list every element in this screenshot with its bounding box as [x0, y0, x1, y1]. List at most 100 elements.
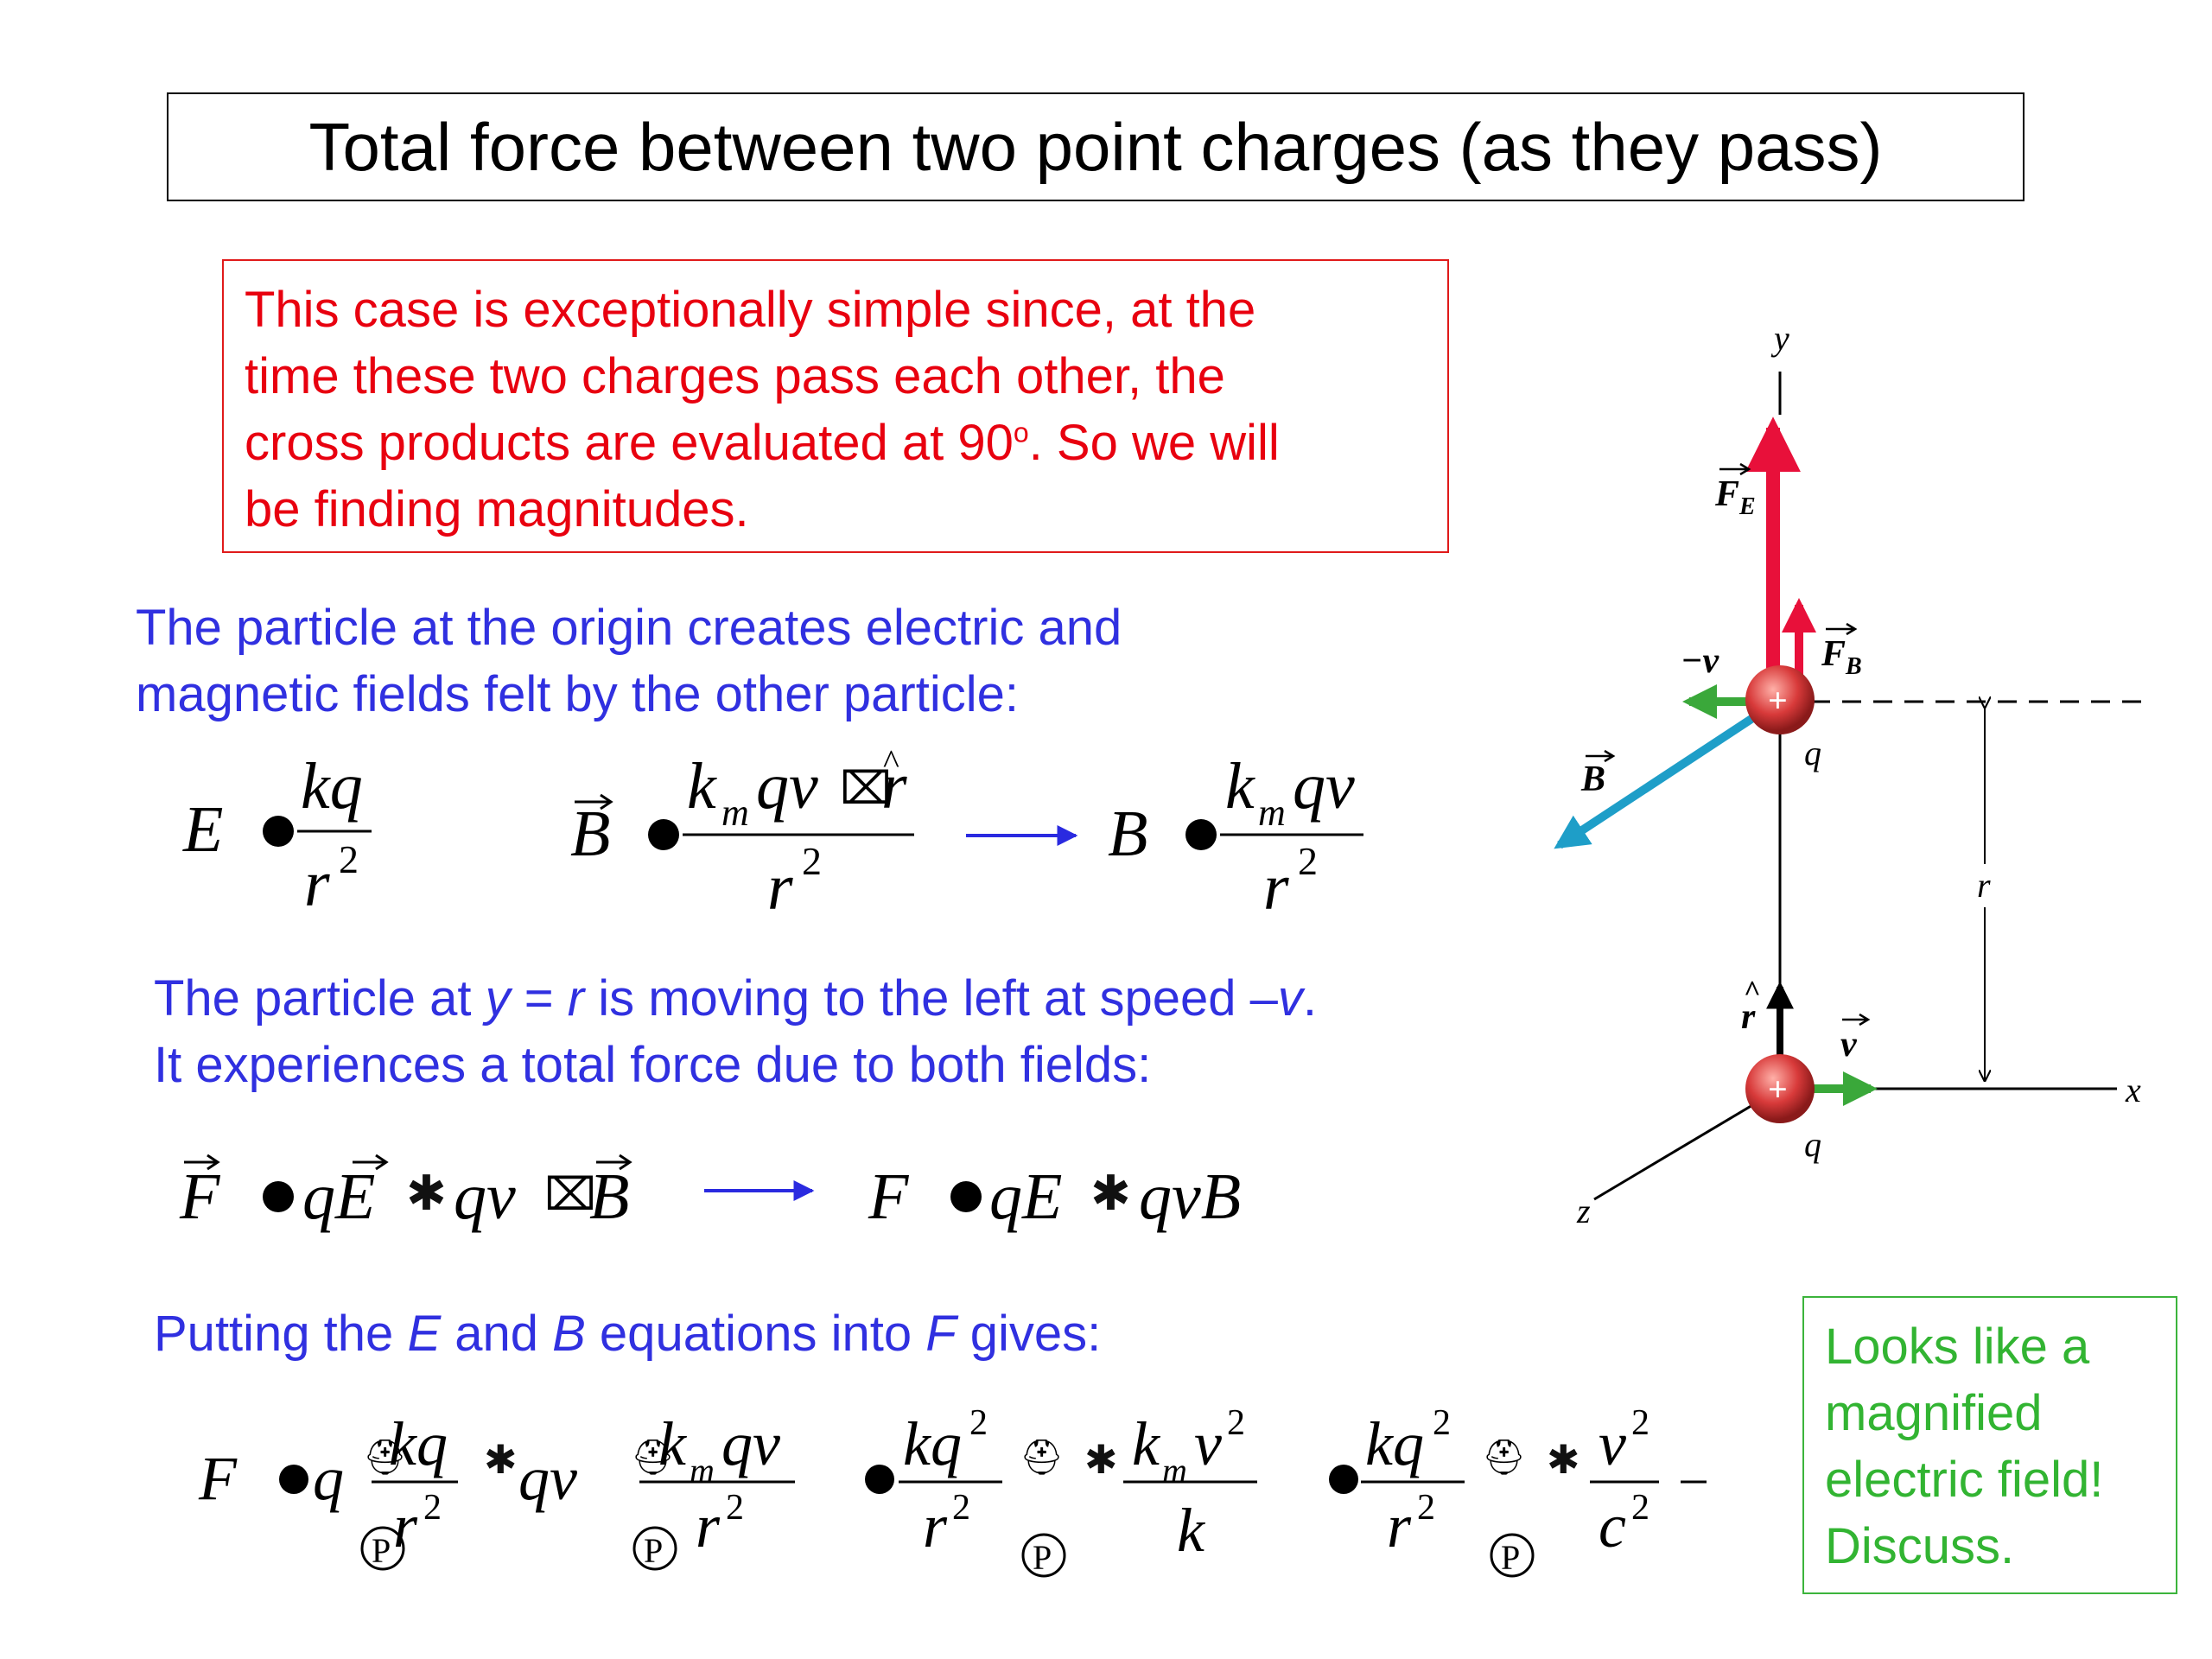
svg-text:k: k — [1177, 1496, 1206, 1565]
svg-text:2: 2 — [339, 837, 359, 881]
svg-text:k: k — [658, 1409, 688, 1478]
r-label: r — [1977, 866, 1991, 905]
svg-text:r: r — [923, 1491, 948, 1560]
svg-text:qv: qv — [756, 750, 818, 823]
svg-text:F: F — [198, 1444, 238, 1513]
svg-text:F: F — [868, 1160, 910, 1233]
top-charge — [1745, 665, 1815, 734]
b-label: B — [1580, 760, 1605, 799]
svg-text:⛑: ⛑ — [363, 1438, 407, 1477]
svg-text:kq: kq — [1365, 1409, 1424, 1478]
note-line-2: time these two charges pass each other, … — [245, 348, 1225, 404]
svg-text:F: F — [179, 1160, 221, 1233]
svg-text:kq: kq — [389, 1409, 448, 1478]
svg-text:2: 2 — [1433, 1403, 1451, 1443]
svg-text:m: m — [721, 791, 749, 834]
svg-text:✱: ✱ — [484, 1438, 518, 1482]
equation-F-vector: F qE ✱ qv ⌧ B — [179, 1154, 632, 1233]
svg-text:qv: qv — [1293, 750, 1355, 823]
svg-text:2: 2 — [1298, 839, 1318, 883]
neg-v-label: −v — [1681, 641, 1719, 681]
note-box: This case is exceptionally simple since,… — [222, 259, 1449, 553]
svg-text:k: k — [687, 750, 717, 823]
svg-text:r: r — [696, 1491, 721, 1560]
svg-text:r: r — [1263, 851, 1289, 924]
svg-text:+: + — [1768, 681, 1788, 720]
rhat-label: r — [1741, 997, 1756, 1037]
svg-text:⌧: ⌧ — [544, 1171, 596, 1220]
svg-text:B: B — [589, 1160, 629, 1233]
motion-line-1: The particle at y = r is moving to the l… — [154, 970, 1317, 1027]
v-label: v — [1840, 1025, 1858, 1065]
svg-text:r: r — [767, 851, 793, 924]
svg-text:⛑: ⛑ — [1020, 1438, 1064, 1477]
svg-text:kq: kq — [301, 750, 363, 823]
svg-text:r: r — [304, 848, 330, 920]
svg-text:✱: ✱ — [1547, 1438, 1580, 1482]
svg-text:2: 2 — [1417, 1488, 1435, 1528]
svg-text:c: c — [1599, 1491, 1626, 1560]
note-line-3: cross products are evaluated at 90o. So … — [245, 415, 1280, 471]
equation-B-vector: B k m qv ⌧ r ^ r 2 — [570, 742, 914, 924]
svg-text:kq: kq — [903, 1409, 962, 1478]
degree-mark: o — [1013, 416, 1029, 448]
svg-text:⌧: ⌧ — [840, 765, 892, 814]
svg-text:B: B — [570, 798, 610, 870]
svg-text:qvB: qvB — [1139, 1160, 1241, 1233]
equation-F-magnitude: F qE ✱ qvB — [868, 1160, 1241, 1233]
b-arrow — [1554, 713, 1757, 849]
putting-text: Putting the E and B equations into F giv… — [154, 1306, 1102, 1362]
svg-text:v: v — [1194, 1409, 1222, 1478]
svg-text:m: m — [1162, 1451, 1187, 1490]
equation-final: F q ⛑ kq r 2 P ✱ qv ⛑ k m qv r 2 P kq 2 … — [198, 1403, 1707, 1578]
svg-text:q: q — [313, 1444, 344, 1513]
svg-text:2: 2 — [952, 1488, 970, 1528]
note-line-1: This case is exceptionally simple since,… — [245, 282, 1256, 338]
svg-text:v: v — [1599, 1409, 1626, 1478]
charge-diagram: y x z r FE FB −v B + q r ^ v — [1554, 319, 2152, 1230]
svg-text:m: m — [1258, 791, 1286, 834]
z-axis — [1593, 1087, 1781, 1201]
svg-text:P: P — [644, 1531, 663, 1570]
svg-text:qv: qv — [721, 1409, 780, 1478]
svg-text:⛑: ⛑ — [631, 1438, 675, 1477]
x-label: x — [2125, 1071, 2141, 1109]
svg-text:k: k — [1225, 750, 1255, 823]
bottom-charge — [1745, 1054, 1815, 1123]
svg-text:⛑: ⛑ — [1482, 1438, 1526, 1477]
intro-line-2: magnetic fields felt by the other partic… — [136, 666, 1019, 722]
slide-title: Total force between two point charges (a… — [167, 92, 2024, 201]
svg-text:E: E — [182, 793, 223, 866]
y-label: y — [1770, 319, 1789, 358]
intro-line-1: The particle at the origin creates elect… — [136, 600, 1122, 656]
note-line-4: be finding magnitudes. — [245, 481, 749, 537]
q-bottom-label: q — [1804, 1125, 1821, 1164]
svg-text:2: 2 — [423, 1488, 442, 1528]
svg-text:qv: qv — [518, 1444, 577, 1513]
svg-text:P: P — [372, 1531, 391, 1570]
svg-text:B: B — [1108, 798, 1147, 870]
equation-E: E kq r 2 — [182, 750, 372, 920]
svg-text:P: P — [1501, 1538, 1520, 1577]
svg-text:2: 2 — [1227, 1403, 1245, 1443]
svg-text:P: P — [1033, 1538, 1052, 1577]
svg-text:qv: qv — [454, 1160, 516, 1233]
z-label: z — [1576, 1192, 1591, 1230]
fe-label: FE — [1714, 474, 1756, 520]
svg-text:2: 2 — [726, 1488, 744, 1528]
svg-text:^: ^ — [883, 742, 899, 781]
svg-text:qE: qE — [302, 1160, 375, 1233]
discussion-box: Looks like a magnified electric field! D… — [1802, 1296, 2177, 1594]
svg-text:✱: ✱ — [1084, 1438, 1118, 1482]
svg-text:qE: qE — [989, 1160, 1062, 1233]
motion-line-2: It experiences a total force due to both… — [154, 1037, 1152, 1093]
svg-text:✱: ✱ — [1090, 1167, 1131, 1221]
svg-text:2: 2 — [802, 839, 822, 883]
svg-text:2: 2 — [1631, 1403, 1649, 1443]
svg-text:^: ^ — [1744, 976, 1761, 1007]
equation-B-magnitude: B k m qv r 2 — [1108, 750, 1363, 924]
svg-text:2: 2 — [1631, 1488, 1649, 1528]
svg-text:✱: ✱ — [406, 1167, 447, 1221]
